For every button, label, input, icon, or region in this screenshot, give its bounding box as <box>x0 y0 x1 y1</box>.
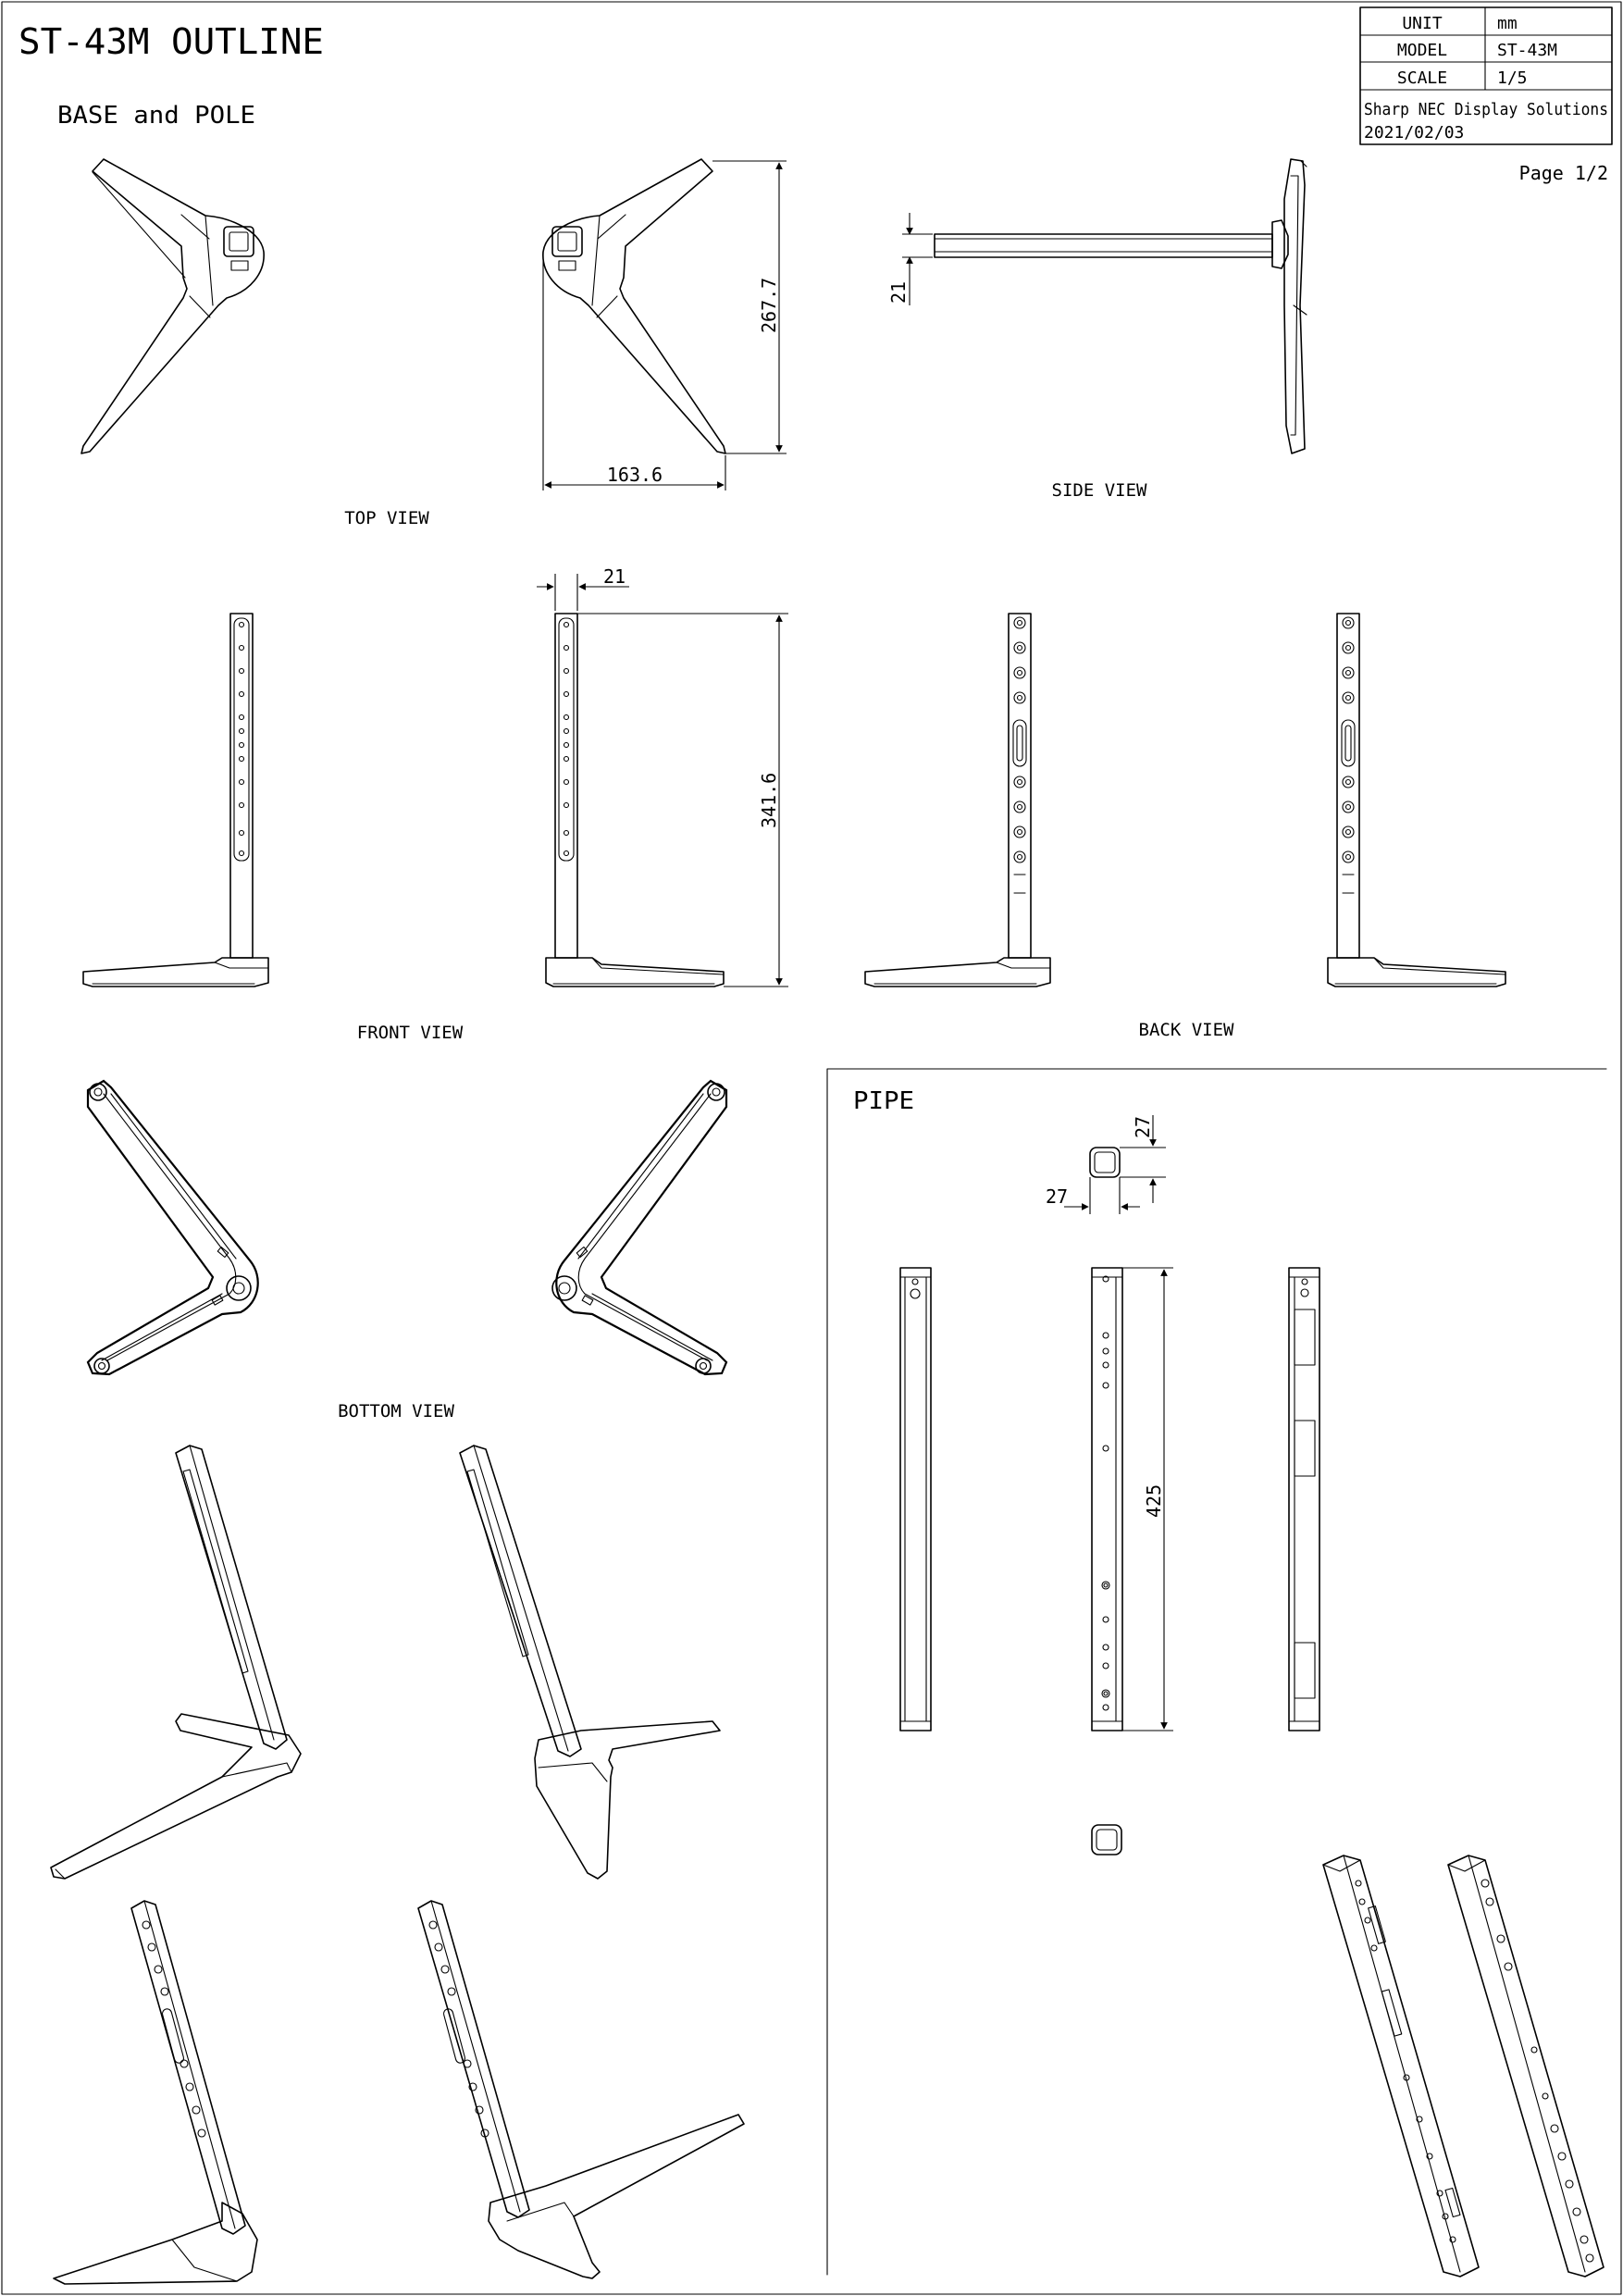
iso-view-2 <box>459 1445 721 1880</box>
dim-top-width: 163.6 <box>607 464 663 486</box>
bottom-view-right <box>551 1079 728 1376</box>
pipe-panel-frame <box>826 1068 1607 2276</box>
scale-label: SCALE <box>1397 68 1447 88</box>
company-name: Sharp NEC Display Solutions <box>1364 100 1608 119</box>
dim-front-thickness: 21 <box>603 565 626 588</box>
side-view-label: SIDE VIEW <box>1052 480 1148 501</box>
title-block: UNIT mm MODEL ST-43M SCALE 1/5 Sharp NEC… <box>1359 6 1613 145</box>
bottom-view-left <box>86 1079 259 1376</box>
pipe-iso-1 <box>1322 1855 1480 2277</box>
pipe-elevation-3 <box>1288 1267 1320 1731</box>
dim-top-height: 267.7 <box>758 278 780 333</box>
dim-side-thickness: 21 <box>887 281 910 304</box>
dim-pipe-width: 27 <box>1046 1185 1068 1208</box>
top-view-label: TOP VIEW <box>344 508 429 528</box>
back-view-right <box>1327 613 1506 987</box>
dim-front-height: 341.6 <box>758 773 780 828</box>
pipe-iso-2 <box>1447 1855 1604 2277</box>
pipe-elevation-2 <box>1091 1267 1173 1731</box>
dim-pipe-depth: 27 <box>1132 1116 1154 1138</box>
back-view-label: BACK VIEW <box>1139 1020 1235 1040</box>
model-label: MODEL <box>1397 41 1447 60</box>
front-view-left <box>82 613 269 987</box>
unit-value: mm <box>1497 14 1518 33</box>
page-number: Page 1/2 <box>1519 162 1608 184</box>
back-view-left <box>864 613 1051 987</box>
bottom-view-label: BOTTOM VIEW <box>338 1401 454 1421</box>
front-view-right <box>545 613 725 987</box>
iso-view-4 <box>417 1900 745 2279</box>
section-pipe-label: PIPE <box>853 1087 914 1115</box>
top-view-dimensions <box>542 160 787 490</box>
scale-value: 1/5 <box>1497 68 1528 88</box>
pipe-elevation-1 <box>899 1267 932 1731</box>
pipe-end-section <box>1091 1824 1122 1855</box>
iso-view-1 <box>50 1445 302 1880</box>
top-view-base-left <box>81 158 265 454</box>
pipe-cross-section <box>1064 1115 1166 1214</box>
drawing-title: ST-43M OUTLINE <box>19 21 324 62</box>
top-view-base-right <box>542 158 726 454</box>
unit-label: UNIT <box>1402 14 1443 33</box>
front-view-dimensions <box>537 574 788 987</box>
iso-view-3 <box>53 1900 258 2285</box>
side-view <box>934 158 1307 454</box>
side-view-dimension <box>902 213 933 305</box>
dim-pipe-length: 425 <box>1143 1484 1165 1518</box>
model-value: ST-43M <box>1497 41 1557 60</box>
section-base-pole-label: BASE and POLE <box>57 102 255 130</box>
front-view-label: FRONT VIEW <box>357 1023 464 1043</box>
drawing-date: 2021/02/03 <box>1364 123 1464 143</box>
